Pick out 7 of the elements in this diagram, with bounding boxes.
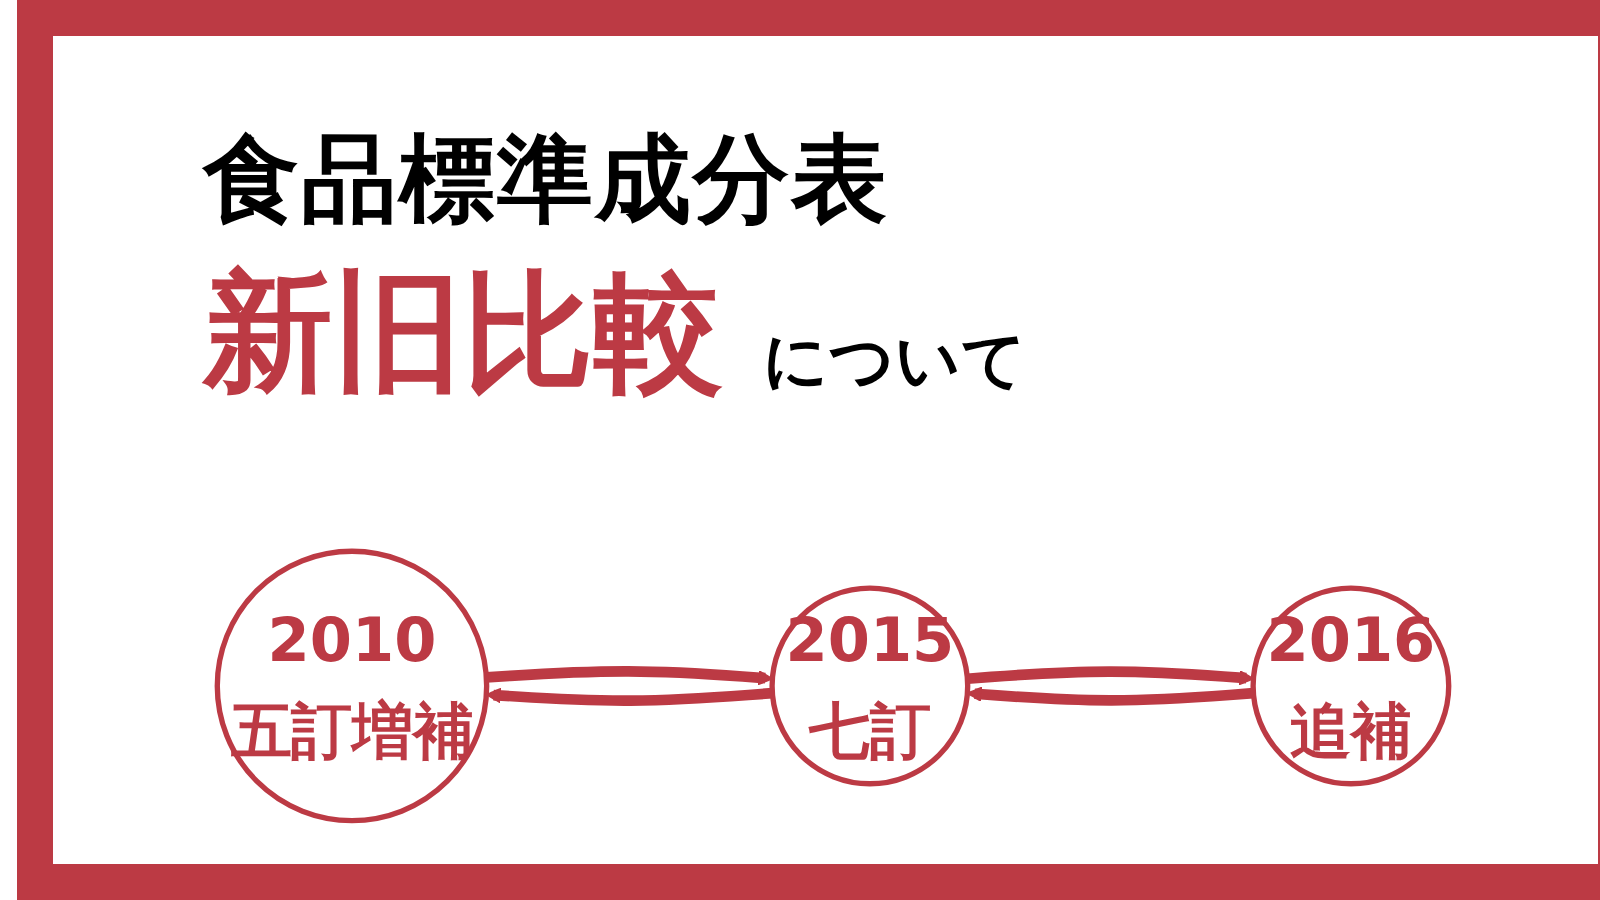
node-circle bbox=[769, 585, 971, 787]
node-circle bbox=[1250, 585, 1452, 787]
subtitle: 新旧比較 bbox=[203, 255, 723, 410]
title: 食品標準成分表 bbox=[203, 122, 889, 237]
node-circle bbox=[214, 548, 490, 824]
subtitle-suffix: について bbox=[763, 322, 1027, 399]
card-background: 食品標準成分表 新旧比較 について 2010 五訂増補 2015 七訂 2016 追補 bbox=[53, 36, 1598, 864]
